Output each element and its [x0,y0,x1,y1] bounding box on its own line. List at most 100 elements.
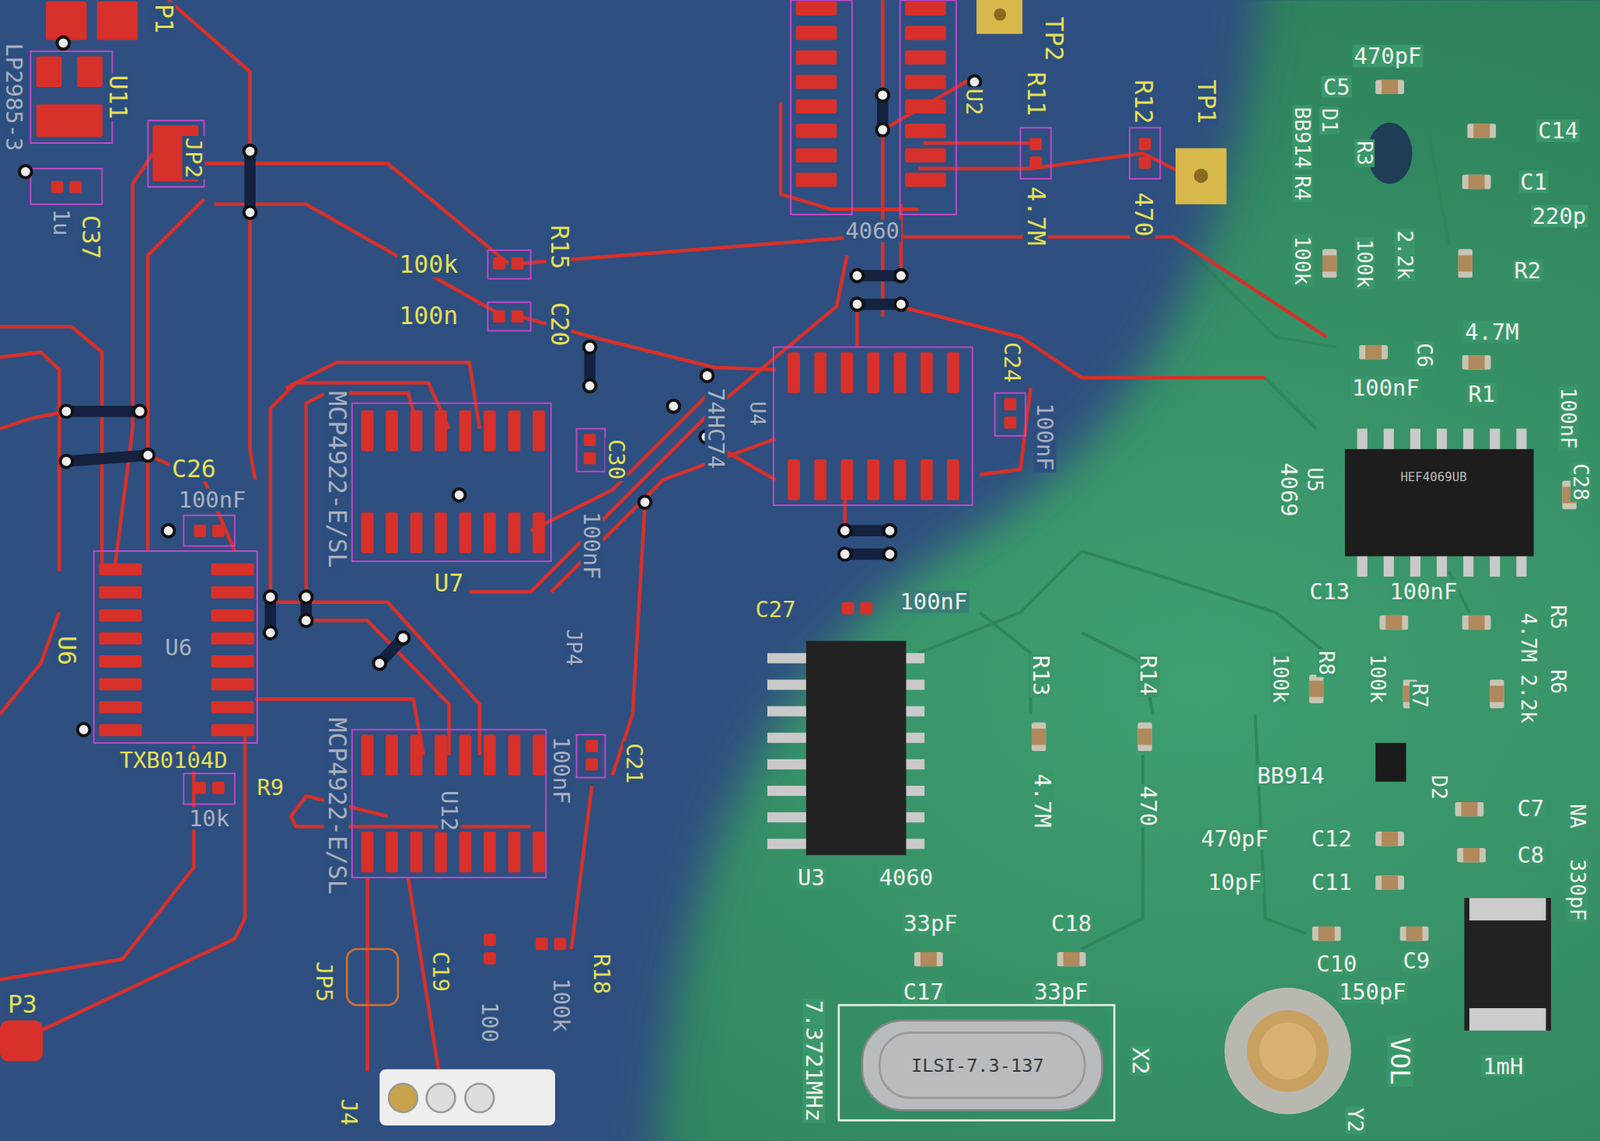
other-parts [0,0,1227,1126]
silkscreen-label: 100nF [898,590,970,614]
ic-pin [767,759,811,770]
silkscreen-label: VOL [1386,1035,1414,1087]
courtyard-outline [576,429,606,472]
jumper-outline [346,949,399,1006]
copper-pad [211,701,255,714]
smd-part [1467,123,1496,138]
via [583,380,597,393]
copper-pad [859,602,873,615]
silkscreen-label: U11 [104,73,130,121]
copper-trace [0,411,67,429]
silkscreen-label: 100k [1292,234,1313,287]
copper-pad [796,50,838,65]
copper-traces [0,0,1327,1072]
copper-trace [0,326,102,572]
smd-part [1462,174,1492,189]
copper-pad [904,50,947,65]
copper-pad [459,734,472,776]
courtyard-outline [183,515,235,546]
silkscreen-label: 100k [1270,652,1291,705]
silkscreen-label: C1 [1518,170,1549,193]
silkscreen-label: U6 [54,634,80,668]
silkscreen-label: C6 [1414,341,1435,370]
copper-pad [946,352,960,394]
copper-pad [69,181,82,194]
copper-pad [211,586,255,599]
smd-body [1318,926,1335,941]
inductor-pad [1469,897,1546,921]
silkscreen-label: R5 [1547,603,1569,632]
copper-trace [469,255,848,592]
via [851,298,864,311]
silkscreen-label: 4.7M [1031,772,1055,831]
copper-trace [923,141,1036,146]
smd-body [1031,728,1046,745]
smd-part [1456,848,1486,863]
silkscreen-label: 100nF [1350,376,1422,399]
copper-pad [361,410,374,452]
copper-pad [796,1,838,16]
silkscreen-label: JP2 [182,136,206,180]
copper-pad [434,512,448,554]
silkscreen-label: U4 [747,399,768,428]
via [838,548,852,561]
silkscreen-label: D1 [1319,106,1340,135]
jumper-pad [0,1020,43,1063]
smd-part [1458,249,1473,279]
copper-pad [813,459,827,501]
copper-pad [583,433,597,447]
copper-pad [904,172,947,187]
via [453,489,466,502]
diode [1375,743,1406,783]
copper-pad [508,410,521,452]
copper-pad [535,938,549,951]
silkscreen-label: R6 [1547,667,1569,696]
silkscreen-label: C21 [623,741,647,786]
copper-pad [483,831,497,874]
copper-pad [904,123,947,138]
test-point [976,0,1023,35]
smd-body [1473,123,1490,138]
copper-trace [0,744,194,980]
copper-trace [365,877,370,1072]
copper-pad [508,512,521,554]
copper-trace [275,602,480,756]
copper-pad [51,181,64,194]
silkscreen-label: X2 [1129,1046,1153,1077]
copper-pad [920,459,933,501]
silkscreen-label: BB914 [1255,764,1327,787]
smd-body [1489,685,1504,703]
copper-pad [76,56,103,88]
copper-pad [483,933,497,947]
copper-pad [211,677,255,691]
part-marking: ILSI-7.3-137 [909,1057,1046,1076]
smd-body [920,952,937,967]
via [838,524,852,538]
silkscreen-label: 100k [549,976,573,1035]
copper-pad [98,563,142,577]
silkscreen-label: R13 [1029,653,1052,698]
copper-pad [410,831,423,874]
copper-pad [532,831,545,874]
copper-pad [841,459,854,501]
courtyard-outline [790,0,853,215]
via [300,590,313,604]
courtyard-outline [30,168,102,205]
smd-part [1379,615,1409,630]
connector-pin [426,1083,456,1113]
copper-pad [867,459,881,501]
silkscreen-label: C20 [547,300,573,349]
copper-pad [483,734,497,776]
silkscreen-label: 100nF [549,735,573,807]
copper-pad [492,310,506,323]
via [264,626,277,640]
copper-pad [410,512,423,554]
copper-pad [841,352,854,394]
silkscreen-label: R2 [1512,258,1543,282]
bottom-trace [244,151,256,214]
silkscreen-label: 100n [397,303,460,329]
mounting-hole [1224,988,1352,1115]
smd-part [1137,723,1152,752]
smd-body [1463,848,1480,863]
